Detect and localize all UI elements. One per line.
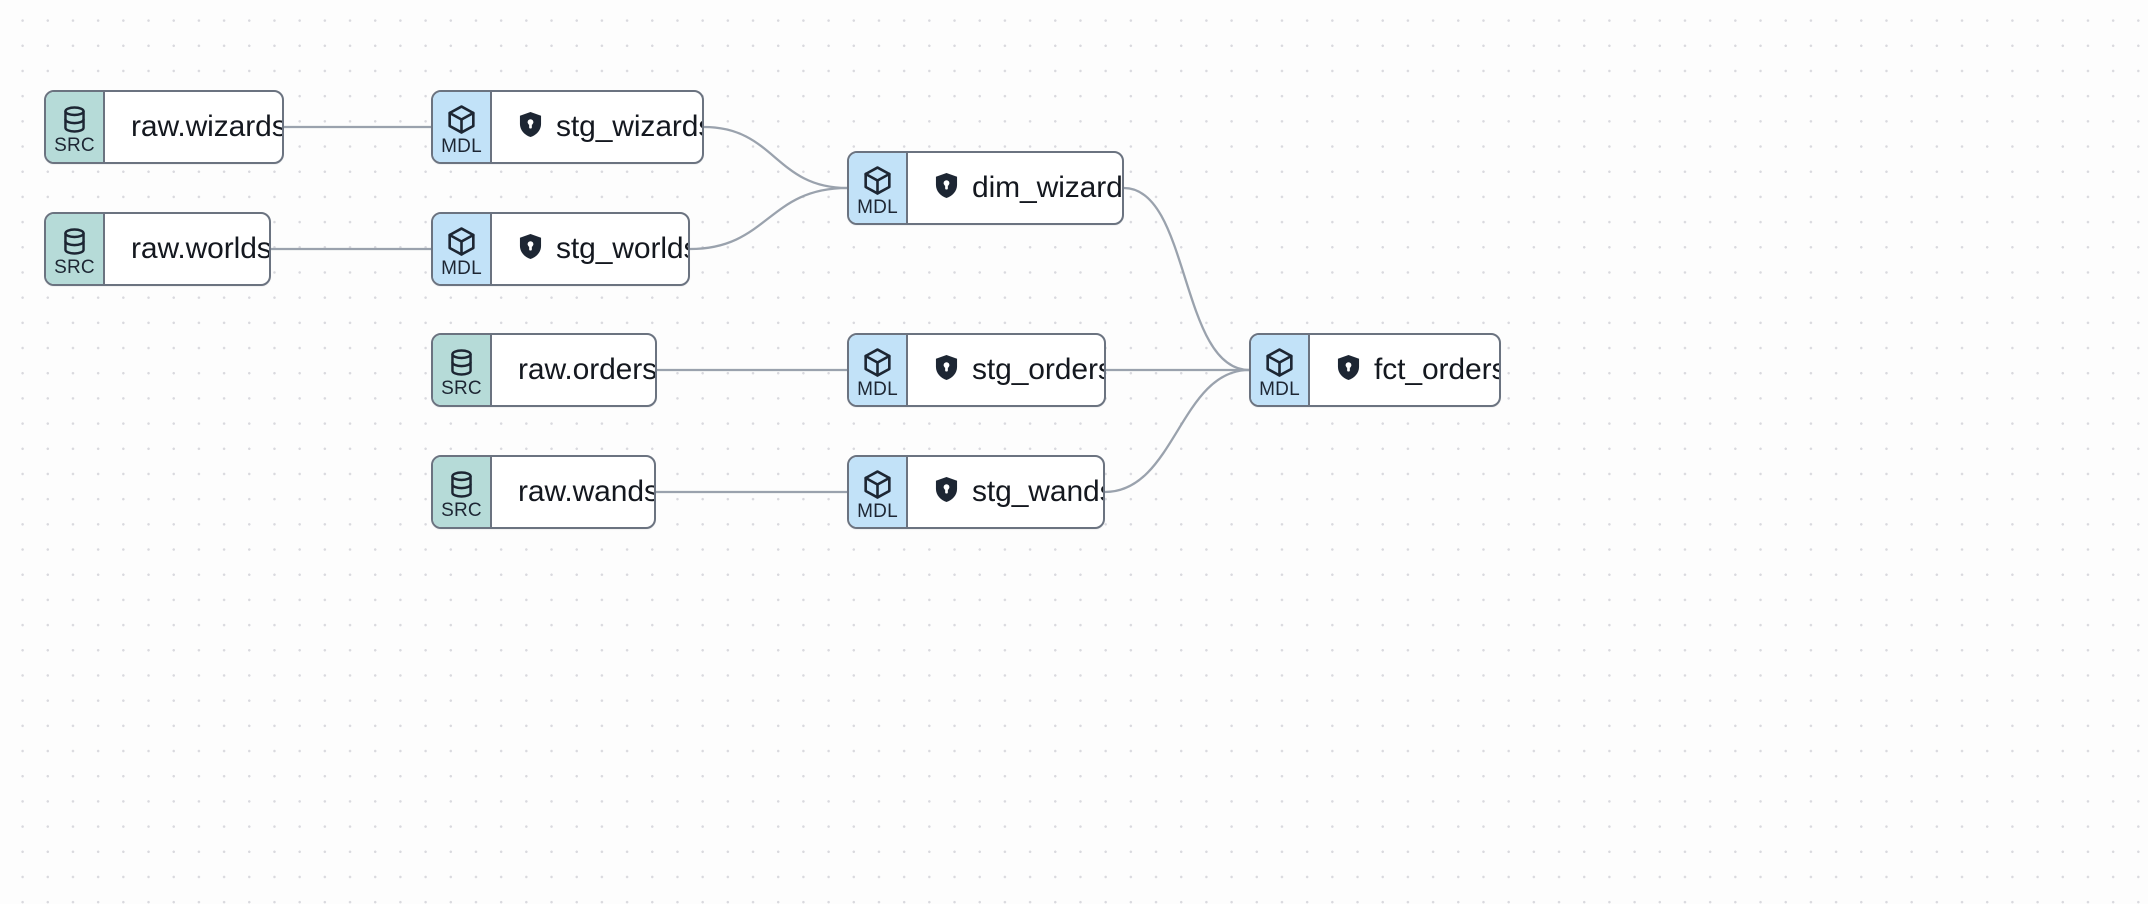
badge-label: SRC (54, 134, 95, 156)
node-raw_orders[interactable]: SRC raw.orders (431, 333, 657, 407)
badge-label: MDL (857, 378, 898, 400)
node-body: fct_orders (1310, 335, 1501, 405)
edge-stg_wands-to-fct_orders (1103, 368, 1251, 494)
cube-icon (861, 468, 894, 501)
lock-shield-icon (518, 111, 543, 143)
node-stg_worlds[interactable]: MDL stg_worlds (431, 212, 690, 286)
cube-icon (445, 225, 478, 258)
edge-dim_wizards-to-fct_orders (1122, 186, 1251, 372)
node-body: dim_wizards (908, 153, 1124, 223)
node-body: stg_wands (908, 457, 1105, 527)
node-stg_orders[interactable]: MDL stg_orders (847, 333, 1106, 407)
node-label: stg_wizards (556, 110, 704, 143)
node-label: dim_wizards (972, 171, 1124, 204)
database-icon (446, 469, 477, 500)
node-raw_wands[interactable]: SRC raw.wands (431, 455, 656, 529)
node-label: fct_orders (1374, 353, 1501, 386)
node-dim_wizards[interactable]: MDL dim_wizards (847, 151, 1124, 225)
badge-label: MDL (857, 500, 898, 522)
node-body: raw.worlds (105, 214, 271, 284)
node-label: raw.orders (518, 353, 657, 386)
edge-stg_worlds-to-dim_wizards (688, 186, 849, 251)
database-icon (446, 347, 477, 378)
node-body: raw.orders (492, 335, 657, 405)
node-label: stg_worlds (556, 232, 690, 265)
node-badge-src: SRC (433, 335, 492, 405)
node-badge-mdl: MDL (433, 214, 492, 284)
badge-label: SRC (441, 499, 482, 521)
node-raw_wizards[interactable]: SRC raw.wizards (44, 90, 284, 164)
edge-stg_wizards-to-dim_wizards (702, 125, 849, 190)
badge-label: SRC (54, 256, 95, 278)
lock-shield-icon (934, 476, 959, 508)
node-stg_wands[interactable]: MDL stg_wands (847, 455, 1105, 529)
node-label: raw.worlds (131, 232, 271, 265)
node-badge-mdl: MDL (849, 153, 908, 223)
node-fct_orders[interactable]: MDL fct_orders (1249, 333, 1501, 407)
lock-shield-icon (518, 233, 543, 265)
cube-icon (445, 103, 478, 136)
database-icon (59, 104, 90, 135)
node-badge-src: SRC (46, 214, 105, 284)
node-badge-mdl: MDL (849, 335, 908, 405)
node-badge-mdl: MDL (1251, 335, 1310, 405)
node-body: stg_orders (908, 335, 1106, 405)
node-body: raw.wands (492, 457, 656, 527)
node-body: raw.wizards (105, 92, 284, 162)
badge-label: MDL (441, 135, 482, 157)
badge-label: SRC (441, 377, 482, 399)
node-stg_wizards[interactable]: MDL stg_wizards (431, 90, 704, 164)
lock-shield-icon (1336, 354, 1361, 386)
node-raw_worlds[interactable]: SRC raw.worlds (44, 212, 271, 286)
node-body: stg_wizards (492, 92, 704, 162)
node-label: stg_orders (972, 353, 1106, 386)
lock-shield-icon (934, 354, 959, 386)
badge-label: MDL (441, 257, 482, 279)
node-body: stg_worlds (492, 214, 690, 284)
cube-icon (861, 346, 894, 379)
node-badge-mdl: MDL (433, 92, 492, 162)
badge-label: MDL (1259, 378, 1300, 400)
node-badge-src: SRC (46, 92, 105, 162)
node-label: raw.wizards (131, 110, 284, 143)
node-label: raw.wands (518, 475, 656, 508)
badge-label: MDL (857, 196, 898, 218)
node-badge-mdl: MDL (849, 457, 908, 527)
cube-icon (861, 164, 894, 197)
node-badge-src: SRC (433, 457, 492, 527)
cube-icon (1263, 346, 1296, 379)
lock-shield-icon (934, 172, 959, 204)
database-icon (59, 226, 90, 257)
node-label: stg_wands (972, 475, 1105, 508)
